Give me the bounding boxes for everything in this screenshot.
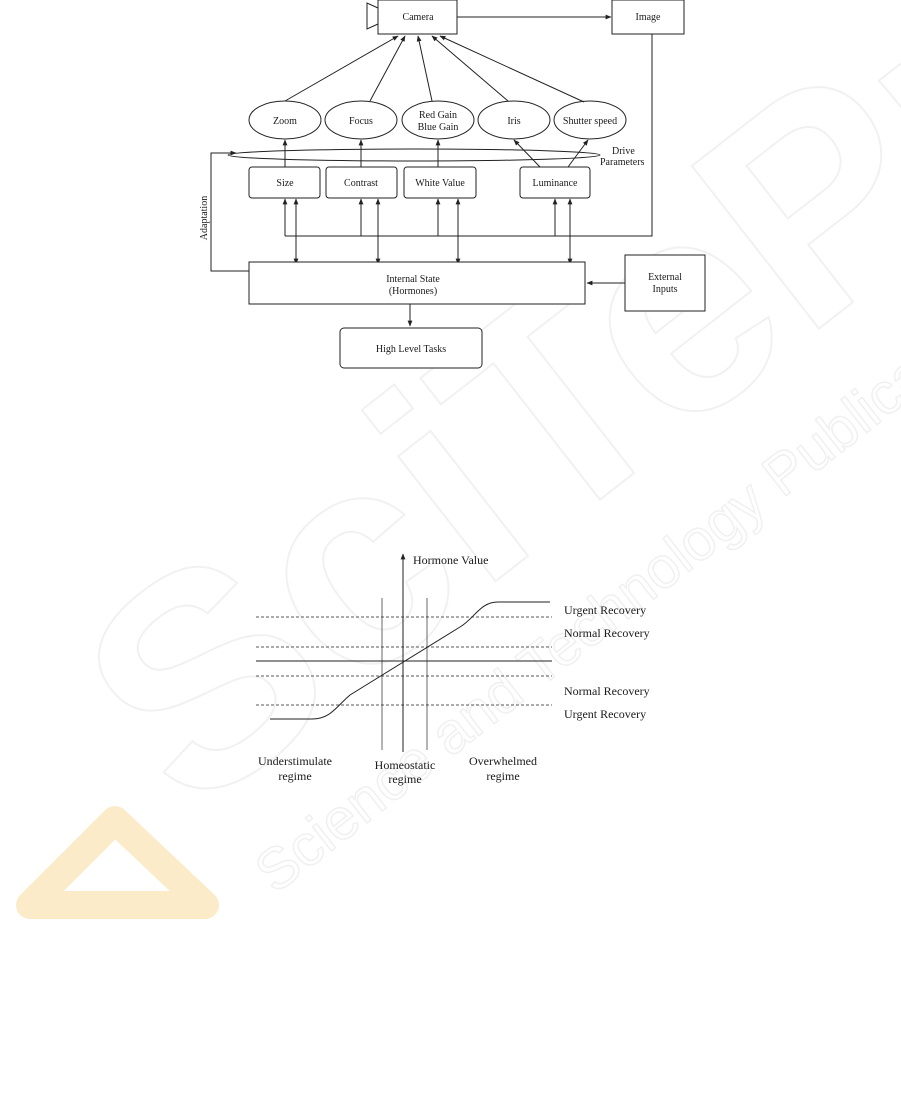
high-level-tasks-node [339, 327, 483, 369]
image-feedback [282, 34, 653, 237]
internal-label-2: (Hormones) [389, 286, 437, 297]
shutter-label: Shutter speed [563, 116, 617, 127]
homeostatic-regime-label: regime [388, 772, 421, 786]
parameter-row: Zoom Focus Red Gain Blue Gain Iris Shutt… [248, 100, 627, 140]
parameter-to-camera-arrows [284, 35, 585, 103]
blue-gain-label: Blue Gain [418, 122, 459, 133]
regime-chart: Hormone Value Urgent Recovery Normal Rec… [256, 553, 650, 786]
zoom-label: Zoom [273, 116, 297, 127]
drive-to-parameter-arrows [282, 139, 589, 168]
focus-node [324, 100, 398, 140]
contrast-label: Contrast [344, 178, 378, 189]
drive-label-2: Parameters [600, 157, 645, 168]
internal-state-node [248, 261, 586, 305]
luminance-node [519, 166, 591, 199]
white-value-label: White Value [415, 178, 465, 189]
iris-node [477, 100, 551, 140]
urgent-recovery-lower: Urgent Recovery [564, 707, 646, 721]
image-label: Image [636, 12, 662, 23]
normal-recovery-lower: Normal Recovery [564, 684, 650, 698]
internal-label-1: Internal State [386, 274, 440, 285]
drive-label-1: Drive [612, 146, 635, 157]
understimulate-label: Understimulate [258, 754, 332, 768]
high-level-label: High Level Tasks [376, 344, 446, 355]
understimulate-regime-label: regime [278, 769, 311, 783]
drive-row: Size Contrast White Value Luminance [248, 166, 591, 199]
hormone-curve [270, 601, 550, 720]
image-node: Image [611, 0, 685, 35]
overwhelmed-regime-label: regime [486, 769, 519, 783]
watermark-triangle-icon [16, 806, 219, 919]
adaptation-label: Adaptation [199, 196, 210, 240]
camera-lens-icon [366, 2, 379, 30]
luminance-label: Luminance [533, 178, 579, 189]
overwhelmed-label: Overwhelmed [469, 754, 537, 768]
homeostatic-label: Homeostatic [375, 758, 436, 772]
size-label: Size [276, 178, 294, 189]
focus-label: Focus [349, 116, 373, 127]
normal-recovery-upper: Normal Recovery [564, 626, 650, 640]
camera-node: Camera [366, 0, 458, 35]
watermark: SciTePress Science and Technology Public… [16, 0, 901, 919]
gain-node [401, 100, 475, 140]
drive-parameters-ellipse [227, 148, 601, 162]
shutter-node [553, 100, 627, 140]
drive-internal-arrows [293, 198, 573, 265]
external-label-1: External [648, 272, 682, 283]
urgent-recovery-upper: Urgent Recovery [564, 603, 646, 617]
control-diagram: Camera Image Zoom Focus Red Gain Blue Ga… [199, 0, 706, 369]
iris-label: Iris [507, 116, 520, 127]
red-gain-label: Red Gain [419, 110, 457, 121]
camera-label: Camera [402, 12, 434, 23]
external-label-2: Inputs [653, 284, 678, 295]
axis-label: Hormone Value [413, 553, 488, 567]
external-inputs-node [624, 254, 706, 312]
adaptation-loop [210, 150, 249, 272]
white-value-node [403, 166, 477, 199]
